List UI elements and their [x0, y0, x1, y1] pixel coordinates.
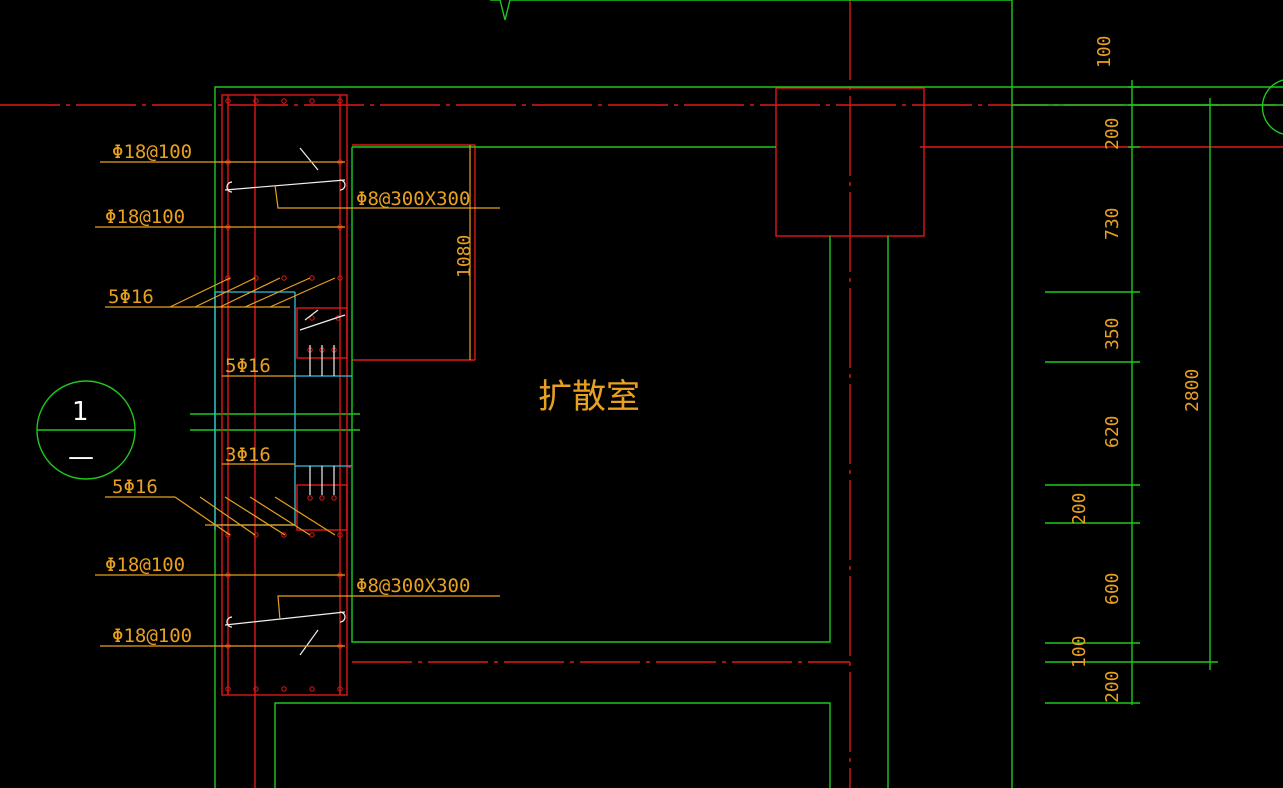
leader-lines: [95, 161, 500, 647]
section-marker[interactable]: 1 —: [36, 380, 136, 480]
dim-620[interactable]: 620: [1102, 415, 1123, 448]
section-marker-bottom: —: [68, 442, 94, 472]
stirrups: [224, 147, 346, 656]
label-tie-top[interactable]: Φ8@300X300: [356, 188, 470, 210]
rebar-dot: [253, 532, 259, 538]
rebar-dot: [253, 686, 259, 692]
label-5phi16-lower[interactable]: 5Φ16: [112, 476, 158, 498]
rebar-dot: [281, 275, 287, 281]
rebar-dot: [309, 532, 315, 538]
label-5phi16-upper[interactable]: 5Φ16: [108, 286, 154, 308]
rebar-dot: [281, 98, 287, 104]
dim-350[interactable]: 350: [1102, 317, 1123, 350]
rebar-dot: [337, 532, 343, 538]
dim-200-bot[interactable]: 200: [1102, 670, 1123, 703]
rebar-dot: [307, 495, 313, 501]
rebar-dot: [309, 98, 315, 104]
room-label[interactable]: 扩散室: [538, 377, 640, 417]
label-phi18-top-b[interactable]: Φ18@100: [105, 206, 185, 228]
label-3phi16-mid[interactable]: 3Φ16: [225, 444, 271, 466]
rebar-dot: [225, 275, 231, 281]
rebar-dots: [225, 98, 343, 692]
opening-height-label[interactable]: 1080: [454, 235, 475, 278]
rebar-dot: [281, 532, 287, 538]
dim-600[interactable]: 600: [1102, 572, 1123, 605]
rebar-dot: [225, 98, 231, 104]
dim-200-mid[interactable]: 200: [1069, 492, 1090, 525]
label-phi18-bot-a[interactable]: Φ18@100: [105, 554, 185, 576]
dimension-lines: [469, 80, 1218, 705]
rebar-dot: [337, 686, 343, 692]
dim-100-top[interactable]: 100: [1094, 35, 1115, 68]
dim-200-top[interactable]: 200: [1102, 117, 1123, 150]
rebar-dot: [309, 275, 315, 281]
dim-100-bot[interactable]: 100: [1069, 635, 1090, 668]
rebar-dot: [253, 98, 259, 104]
label-tie-bot[interactable]: Φ8@300X300: [356, 575, 470, 597]
rebar-dot: [331, 495, 337, 501]
label-phi18-bot-b[interactable]: Φ18@100: [112, 625, 192, 647]
rebar-dot: [319, 495, 325, 501]
label-phi18-top-a[interactable]: Φ18@100: [112, 141, 192, 163]
label-5phi16-mid[interactable]: 5Φ16: [225, 355, 271, 377]
rebar-dot: [309, 686, 315, 692]
dim-2800-total[interactable]: 2800: [1182, 369, 1203, 412]
rebar-dot: [281, 686, 287, 692]
dimension-texts: 100 200 730 350 620 200 600 100 200 2800: [1069, 35, 1203, 703]
rebar-dot: [337, 98, 343, 104]
rebar-dot: [337, 275, 343, 281]
dim-730[interactable]: 730: [1102, 207, 1123, 240]
rebar-labels: Φ18@100 Φ18@100 Φ8@300X300 5Φ16 5Φ16 3Φ1…: [105, 141, 470, 647]
section-marker-top: 1: [72, 397, 89, 427]
rebar-dot: [225, 532, 231, 538]
rebar-dot: [225, 686, 231, 692]
rebar-dot: [309, 315, 315, 321]
